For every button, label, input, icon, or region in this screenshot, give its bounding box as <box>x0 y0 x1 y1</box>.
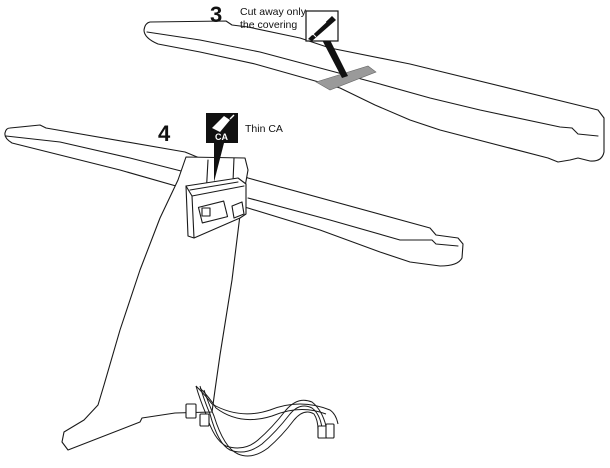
glue-icon-label: CA <box>215 132 228 142</box>
step4-note: Thin CA <box>245 123 283 135</box>
stabilizer-step3 <box>143 20 605 163</box>
step3-number: 3 <box>210 2 222 27</box>
step4-number: 4 <box>158 121 171 146</box>
glue-bottle-icon: CA <box>206 113 238 143</box>
servo-wires <box>185 385 339 457</box>
step3-note-line1: Cut away only <box>240 6 307 18</box>
knife-icon <box>305 10 339 42</box>
step4-callout: 4 CA Thin CA <box>158 113 283 182</box>
servo-mount <box>185 177 247 239</box>
glue-pointer <box>214 143 224 182</box>
step3-note-line2: the covering <box>240 19 297 31</box>
step3-callout: 3 Cut away only the covering <box>210 2 339 42</box>
callout-pointer <box>320 36 348 78</box>
covering-removed-strip <box>315 65 377 91</box>
